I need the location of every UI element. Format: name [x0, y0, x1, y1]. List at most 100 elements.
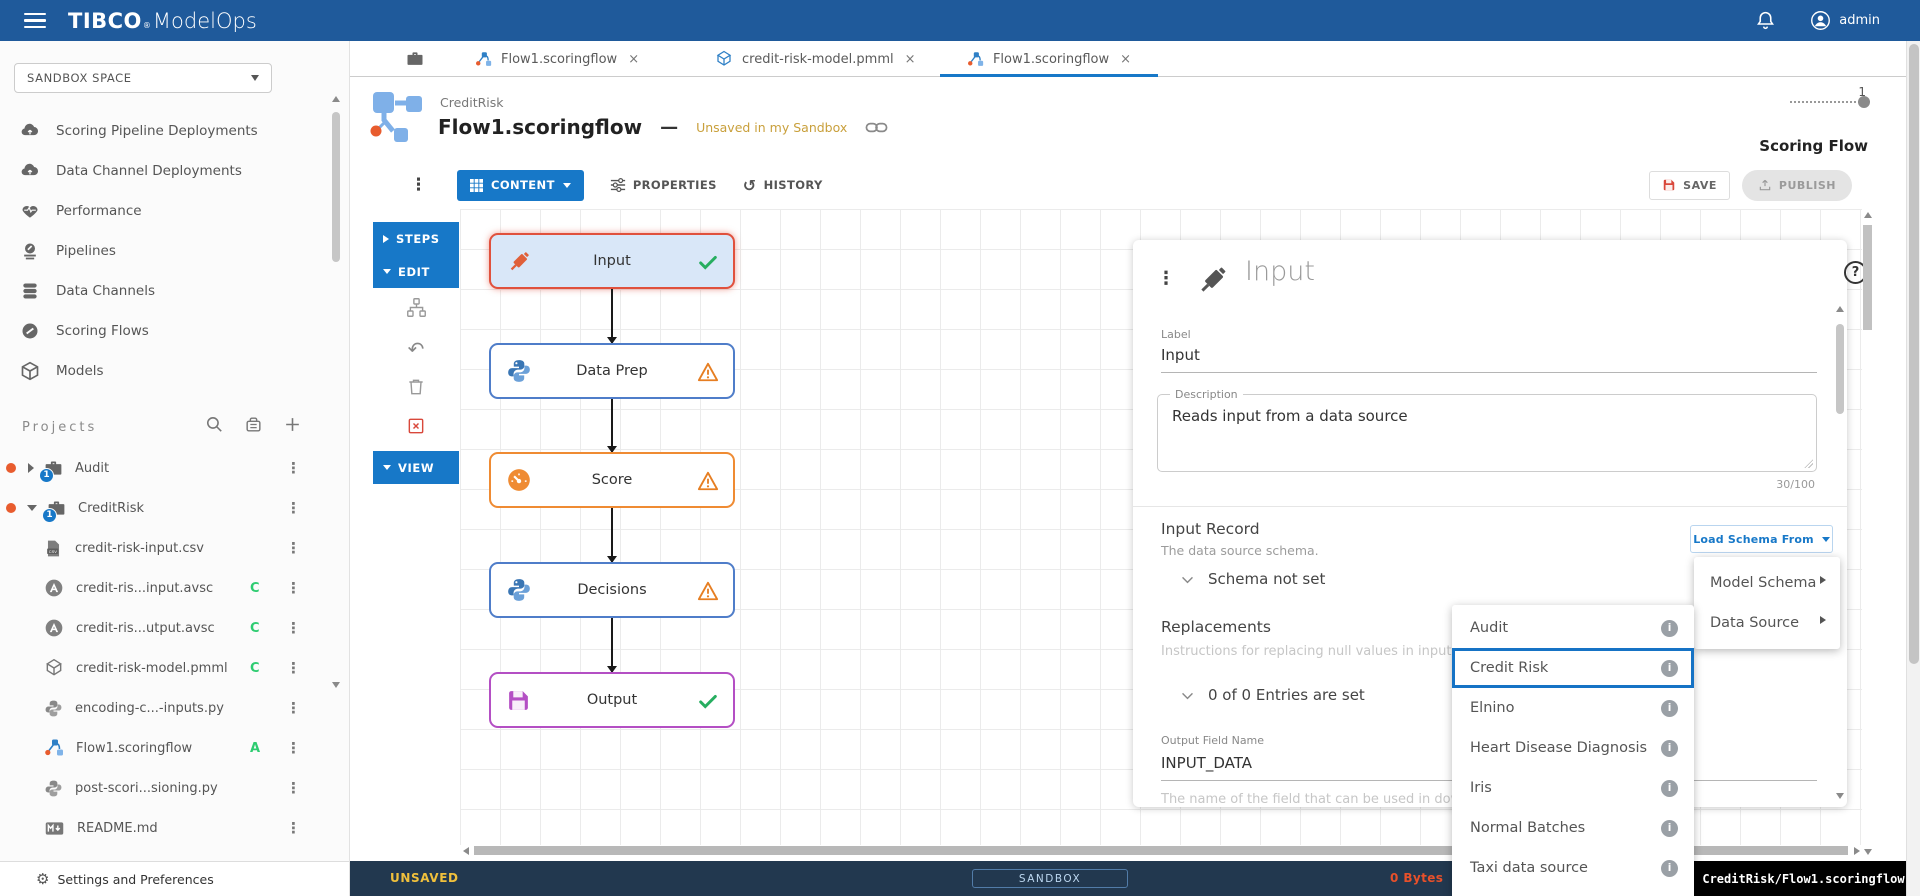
data-source-option-heart-disease-diagnosis[interactable]: Heart Disease Diagnosis i [1452, 728, 1694, 768]
info-icon[interactable]: i [1661, 699, 1678, 717]
scrollbar-thumb[interactable] [1863, 225, 1872, 330]
info-icon[interactable]: i [1661, 819, 1678, 837]
tab-flow1-scoringflow[interactable]: Flow1.scoringflow × [475, 41, 639, 77]
file-row[interactable]: post-scori...sioning.py ⋮ [0, 768, 330, 808]
scrollbar-thumb[interactable] [332, 112, 340, 262]
file-row[interactable]: credit-ris...utput.avsc C ⋮ [0, 608, 330, 648]
scrollbar-thumb[interactable] [1909, 44, 1919, 664]
menu-item-data-source[interactable]: Data Source [1694, 603, 1840, 643]
info-icon[interactable]: i [1661, 739, 1678, 757]
publish-button[interactable]: PUBLISH [1741, 169, 1852, 201]
view-section-button[interactable]: VIEW [373, 451, 459, 484]
scroll-up-icon[interactable] [1836, 306, 1844, 312]
description-value[interactable]: Reads input from a data source [1172, 407, 1408, 425]
resize-handle-icon[interactable] [1804, 459, 1813, 468]
label-field-value[interactable]: Input [1161, 346, 1200, 364]
node-data-prep[interactable]: Data Prep [489, 343, 735, 399]
scroll-down-icon[interactable] [1863, 848, 1872, 855]
tab-credit-risk-model-pmml[interactable]: credit-risk-model.pmml × [715, 41, 916, 77]
space-selector[interactable]: SANDBOX SPACE [14, 63, 272, 93]
project-row-creditrisk[interactable]: 1 CreditRisk ⋮ [0, 488, 330, 528]
close-icon[interactable]: × [904, 51, 916, 67]
sidebar-item-pipelines[interactable]: Pipelines [0, 231, 315, 271]
scroll-down-icon[interactable] [332, 682, 340, 688]
project-row-audit[interactable]: 1 Audit ⋮ [0, 448, 330, 488]
bell-icon[interactable] [1755, 10, 1776, 31]
info-icon[interactable]: i [1661, 779, 1678, 797]
page-scrollbar[interactable] [1906, 41, 1920, 896]
data-source-option-credit-risk[interactable]: Credit Risk i [1452, 648, 1694, 688]
scroll-right-icon[interactable] [1853, 846, 1860, 855]
file-row[interactable]: README.md ⋮ [0, 808, 330, 848]
panel-scrollbar[interactable] [1835, 306, 1845, 799]
kebab-icon[interactable]: ⋮ [286, 539, 301, 557]
info-icon[interactable]: i [1661, 619, 1678, 637]
kebab-icon[interactable]: ⋮ [286, 699, 301, 717]
sidebar-item-models[interactable]: Models [0, 351, 315, 391]
file-row[interactable]: encoding-c...-inputs.py ⋮ [0, 688, 330, 728]
node-score[interactable]: Score [489, 452, 735, 508]
scroll-up-icon[interactable] [1863, 211, 1872, 218]
version-slider[interactable]: 1 [1790, 85, 1870, 108]
description-field[interactable]: Description Reads input from a data sour… [1157, 388, 1817, 472]
kebab-icon[interactable]: ⋮ [286, 459, 301, 477]
kebab-icon[interactable]: ⋮ [286, 659, 301, 677]
branch-tool-icon[interactable] [404, 295, 428, 319]
info-icon[interactable]: i [1661, 659, 1678, 677]
properties-button[interactable]: PROPERTIES [610, 177, 717, 193]
scroll-up-icon[interactable] [332, 96, 340, 102]
hamburger-menu-icon[interactable] [24, 9, 46, 33]
close-icon[interactable]: × [1120, 51, 1132, 67]
expand-arrow-icon[interactable] [28, 463, 34, 473]
undo-icon[interactable]: ↶ [407, 337, 425, 361]
version-handle-icon[interactable] [1858, 96, 1870, 108]
data-source-option-taxi-data-source[interactable]: Taxi data source i [1452, 848, 1694, 888]
scrollbar-thumb[interactable] [474, 846, 1848, 855]
trash-icon[interactable] [404, 375, 428, 399]
add-project-icon[interactable] [283, 415, 302, 434]
canvas-horizontal-scrollbar[interactable] [460, 845, 1862, 856]
output-field-value[interactable]: INPUT_DATA [1161, 754, 1252, 772]
steps-section-button[interactable]: STEPS [373, 222, 459, 255]
tab-flow1-scoringflow-active[interactable]: Flow1.scoringflow × [940, 41, 1158, 77]
file-row[interactable]: Flow1.scoringflow A ⋮ [0, 728, 330, 768]
entries-expander[interactable]: 0 of 0 Entries are set [1179, 686, 1365, 704]
kebab-icon[interactable]: ⋮ [286, 739, 301, 757]
kebab-icon[interactable]: ⋮ [286, 619, 301, 637]
kebab-icon[interactable]: ⋮ [1157, 268, 1175, 289]
history-button[interactable]: ↺ HISTORY [743, 176, 823, 195]
kebab-icon[interactable]: ⋮ [286, 499, 301, 517]
sidebar-item-performance[interactable]: Performance [0, 191, 315, 231]
scroll-left-icon[interactable] [462, 846, 469, 855]
sidebar-item-scoring-flows[interactable]: Scoring Flows [0, 311, 315, 351]
data-source-option-elnino[interactable]: Elnino i [1452, 688, 1694, 728]
schema-expander[interactable]: Schema not set [1179, 570, 1325, 588]
search-icon[interactable] [205, 415, 224, 434]
data-source-option-normal-batches[interactable]: Normal Batches i [1452, 808, 1694, 848]
link-icon[interactable] [865, 116, 888, 139]
sidebar-item-data-channels[interactable]: Data Channels [0, 271, 315, 311]
data-source-option-iris[interactable]: Iris i [1452, 768, 1694, 808]
kebab-icon[interactable]: ⋮ [286, 819, 301, 837]
briefcase-icon[interactable] [405, 49, 425, 69]
kebab-icon[interactable]: ⋮ [410, 175, 427, 195]
menu-item-model-schema[interactable]: Model Schema [1694, 563, 1840, 603]
load-schema-from-button[interactable]: Load Schema From [1690, 525, 1833, 553]
scroll-down-icon[interactable] [1836, 793, 1844, 799]
environment-badge[interactable]: SANDBOX [972, 869, 1128, 888]
clear-all-icon[interactable] [404, 414, 428, 438]
node-decisions[interactable]: Decisions [489, 562, 735, 618]
settings-and-preferences[interactable]: ⚙ Settings and Preferences [0, 861, 349, 896]
node-output[interactable]: Output [489, 672, 735, 728]
kebab-icon[interactable]: ⋮ [286, 779, 301, 797]
canvas-vertical-scrollbar[interactable] [1862, 209, 1873, 857]
save-button[interactable]: SAVE [1649, 170, 1730, 200]
file-row[interactable]: credit-ris...input.avsc C ⋮ [0, 568, 330, 608]
sidebar-scrollbar[interactable] [331, 96, 341, 688]
collapse-arrow-icon[interactable] [27, 505, 37, 511]
project-library-icon[interactable] [244, 415, 263, 434]
sidebar-item-scoring-pipeline-deployments[interactable]: Scoring Pipeline Deployments [0, 111, 315, 151]
scrollbar-thumb[interactable] [1836, 324, 1844, 414]
close-icon[interactable]: × [628, 51, 640, 67]
content-button[interactable]: CONTENT [457, 169, 584, 201]
